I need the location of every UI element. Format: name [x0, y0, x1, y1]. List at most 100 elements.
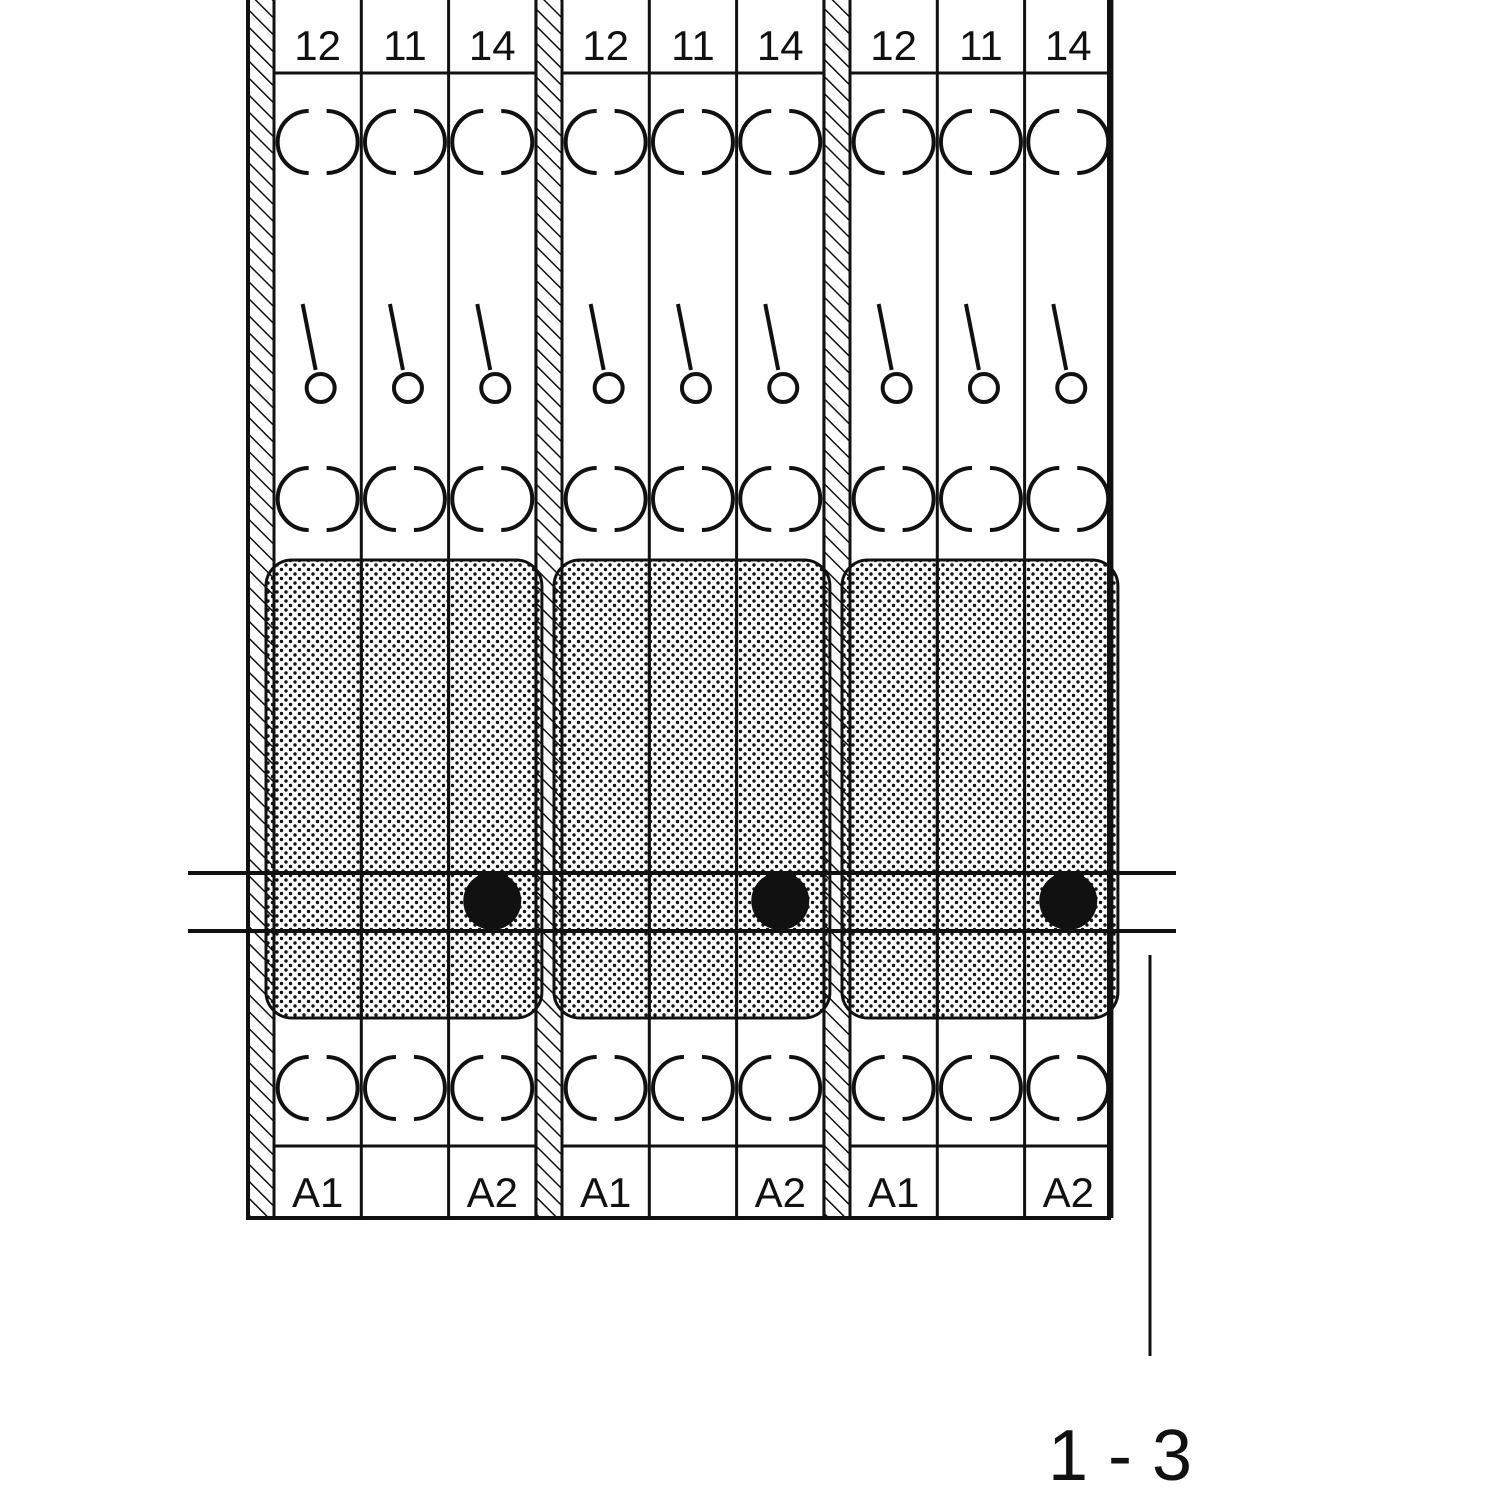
terminal-label-top: 11 — [383, 22, 427, 69]
coil-housing — [552, 558, 832, 1020]
terminal-screw-icon — [501, 466, 535, 532]
terminal-screw-icon — [789, 1055, 823, 1121]
terminal-screw-icon — [939, 1055, 973, 1121]
switch-pivot-icon — [1055, 372, 1088, 404]
terminal-screw-icon — [275, 1055, 309, 1121]
terminal-label-bottom: A1 — [580, 1169, 631, 1216]
terminal-label-bottom: A1 — [868, 1169, 919, 1216]
terminal-screw-icon — [989, 109, 1023, 175]
terminal-label-bottom: A2 — [755, 1169, 806, 1216]
terminal-label-top: 12 — [870, 22, 917, 69]
switch-pivot-icon — [880, 372, 913, 404]
terminal-screw-icon — [563, 466, 597, 532]
terminal-screw-icon — [614, 466, 648, 532]
switch-contact-icon — [300, 303, 318, 371]
terminal-screw-icon — [413, 1055, 447, 1121]
switch-pivot-icon — [967, 372, 1000, 404]
terminal-screw-icon — [450, 1055, 484, 1121]
switch-pivot-icon — [767, 372, 800, 404]
jumper-bridge — [188, 871, 1176, 933]
terminal-screw-icon — [563, 1055, 597, 1121]
terminal-screw-icon — [902, 109, 936, 175]
terminal-screw-icon — [1077, 1055, 1111, 1121]
terminal-screw-icon — [1026, 466, 1060, 532]
switch-contact-icon — [475, 303, 493, 371]
terminal-screw-icon — [989, 466, 1023, 532]
terminal-label-top: 11 — [959, 22, 1003, 69]
jumper-contact-dot — [463, 872, 522, 930]
terminal-screw-icon — [326, 466, 360, 532]
terminal-screw-icon — [738, 1055, 772, 1121]
terminal-label-top: 12 — [582, 22, 629, 69]
terminal-screw-icon — [902, 466, 936, 532]
coil-housing — [840, 558, 1120, 1020]
terminal-screw-icon — [413, 109, 447, 175]
terminal-screw-icon — [563, 109, 597, 175]
terminal-screw-icon — [614, 1055, 648, 1121]
terminal-screw-icon — [1077, 466, 1111, 532]
jumper-contact-dot — [1039, 872, 1098, 930]
jumper-contact-dot — [751, 872, 810, 930]
terminal-label-top: 14 — [469, 22, 516, 69]
terminal-label-top: 14 — [757, 22, 804, 69]
terminal-screw-icon — [501, 109, 535, 175]
terminal-screw-icon — [275, 109, 309, 175]
terminal-screw-icon — [651, 466, 685, 532]
switch-pivot-icon — [479, 372, 512, 404]
terminal-screw-icon — [851, 109, 885, 175]
terminal-screw-icon — [701, 1055, 735, 1121]
callout-label: 1 - 3 — [1048, 1416, 1192, 1496]
terminal-screw-icon — [326, 109, 360, 175]
terminal-screw-icon — [651, 1055, 685, 1121]
terminal-screw-icon — [614, 109, 648, 175]
terminal-label-top: 14 — [1045, 22, 1092, 69]
terminal-screw-icon — [789, 109, 823, 175]
switch-contact-icon — [963, 303, 981, 371]
terminal-label-bottom: A1 — [292, 1169, 343, 1216]
terminal-label-bottom: A2 — [467, 1169, 518, 1216]
terminal-screw-icon — [989, 1055, 1023, 1121]
terminal-screw-icon — [413, 466, 447, 532]
terminal-screw-icon — [363, 1055, 397, 1121]
terminal-label-bottom: A2 — [1043, 1169, 1094, 1216]
switch-contact-icon — [675, 303, 693, 371]
terminal-screw-icon — [738, 109, 772, 175]
terminal-screw-icon — [363, 109, 397, 175]
terminal-screw-icon — [701, 109, 735, 175]
switch-contact-icon — [588, 303, 606, 371]
terminal-screw-icon — [738, 466, 772, 532]
terminal-label-top: 11 — [671, 22, 715, 69]
terminal-screw-icon — [326, 1055, 360, 1121]
jumper-contacts — [463, 872, 1098, 930]
switch-pivot-icon — [304, 372, 337, 404]
terminal-label-top: 12 — [294, 22, 341, 69]
switch-contact-icon — [387, 303, 405, 371]
switch-pivot-icon — [391, 372, 424, 404]
terminal-screw-icon — [851, 1055, 885, 1121]
terminal-screw-icon — [939, 109, 973, 175]
terminal-screw-icon — [363, 466, 397, 532]
coil-housing — [264, 558, 544, 1020]
terminal-screw-icon — [1077, 109, 1111, 175]
terminal-screw-icon — [1026, 1055, 1060, 1121]
terminal-screw-icon — [902, 1055, 936, 1121]
terminal-screw-icon — [701, 466, 735, 532]
terminal-screw-icon — [450, 466, 484, 532]
terminal-screw-icon — [501, 1055, 535, 1121]
terminal-screw-icon — [651, 109, 685, 175]
switch-contact-icon — [1051, 303, 1069, 371]
terminal-screw-icon — [275, 466, 309, 532]
terminal-screw-icon — [851, 466, 885, 532]
switch-pivot-icon — [679, 372, 712, 404]
terminal-screw-icon — [939, 466, 973, 532]
switch-pivot-icon — [592, 372, 625, 404]
switch-contact-icon — [876, 303, 894, 371]
terminal-screw-icon — [1026, 109, 1060, 175]
terminal-screw-icon — [450, 109, 484, 175]
switch-contact-icon — [763, 303, 781, 371]
